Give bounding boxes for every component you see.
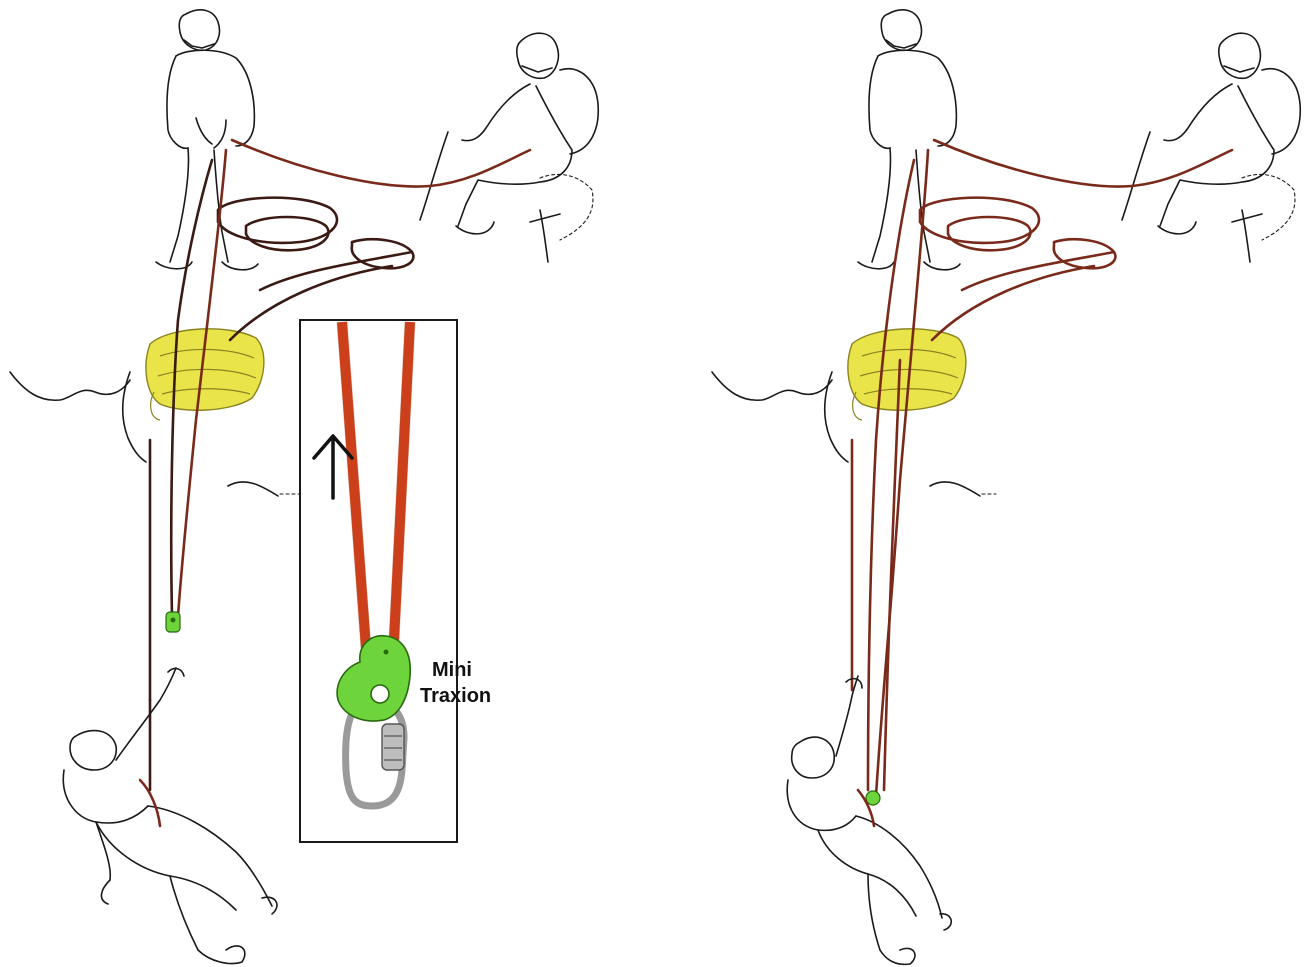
inset-box: Mini Traxion	[300, 320, 491, 842]
left-panel: Mini Traxion	[10, 10, 598, 964]
left-rope-pulley-icon	[166, 612, 180, 632]
left-victim	[63, 668, 277, 964]
right-ropes	[852, 140, 1232, 796]
left-seated-rescuer	[420, 33, 598, 262]
left-standing-rescuer	[156, 10, 258, 270]
right-panel	[712, 10, 1300, 965]
right-rope-pulley-icon	[866, 791, 880, 805]
device-label-line1: Mini	[432, 659, 472, 681]
right-standing-rescuer	[858, 10, 960, 270]
right-crevasse-edge	[712, 174, 1295, 496]
right-seated-rescuer	[1122, 33, 1300, 262]
device-label-line2: Traxion	[420, 685, 491, 707]
